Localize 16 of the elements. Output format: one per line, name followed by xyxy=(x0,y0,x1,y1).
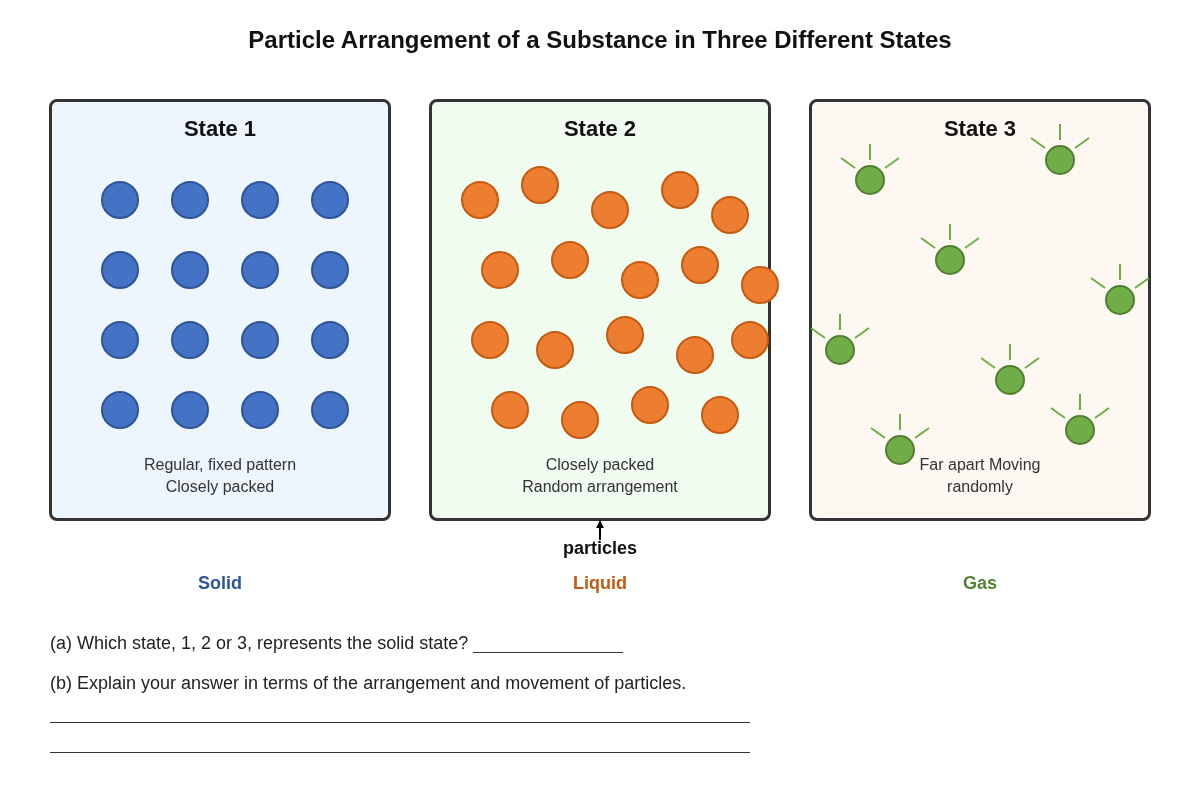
state-name: Solid xyxy=(198,573,242,594)
state-name: Gas xyxy=(963,573,997,594)
callout-label: particles xyxy=(563,538,637,559)
leader-arrow xyxy=(596,520,604,541)
panel-description: Far apart Moving randomly xyxy=(918,455,1042,497)
state-name: Liquid xyxy=(573,573,627,594)
diagram-title: Particle Arrangement of a Substance in Three Different States xyxy=(248,26,952,54)
panel-heading: State 3 xyxy=(943,116,1017,142)
state-panel xyxy=(49,99,391,521)
state-panel xyxy=(809,99,1151,521)
panel-heading: State 2 xyxy=(563,116,637,142)
panel-description: Closely packed Random arrangement xyxy=(521,455,679,497)
panel-heading: State 1 xyxy=(183,116,257,142)
panel-description: Regular, fixed pattern Closely packed xyxy=(142,455,298,497)
question-text: (a) Which state, 1, 2 or 3, represents the solid state? xyxy=(50,633,469,654)
question-text: (b) Explain your answer in terms of the arrangement and movement of particles. xyxy=(50,673,687,694)
